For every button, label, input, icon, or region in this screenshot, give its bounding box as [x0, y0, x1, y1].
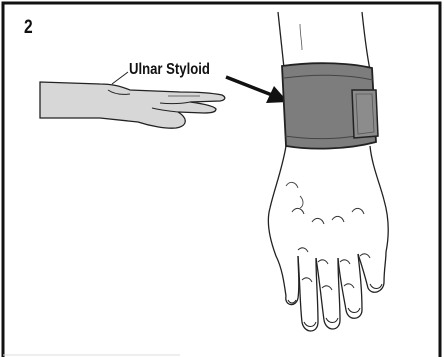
open-hand-icon	[268, 146, 388, 331]
ulnar-styloid-label: Ulnar Styloid	[129, 61, 210, 79]
forearm-icon	[278, 12, 370, 70]
side-hand-icon	[40, 82, 225, 128]
styloid-leader-line	[112, 72, 128, 84]
frame-border	[3, 3, 440, 357]
callout-arrow-icon	[226, 77, 288, 103]
wrist-brace-icon	[282, 63, 378, 148]
step-number: 2	[24, 17, 33, 39]
